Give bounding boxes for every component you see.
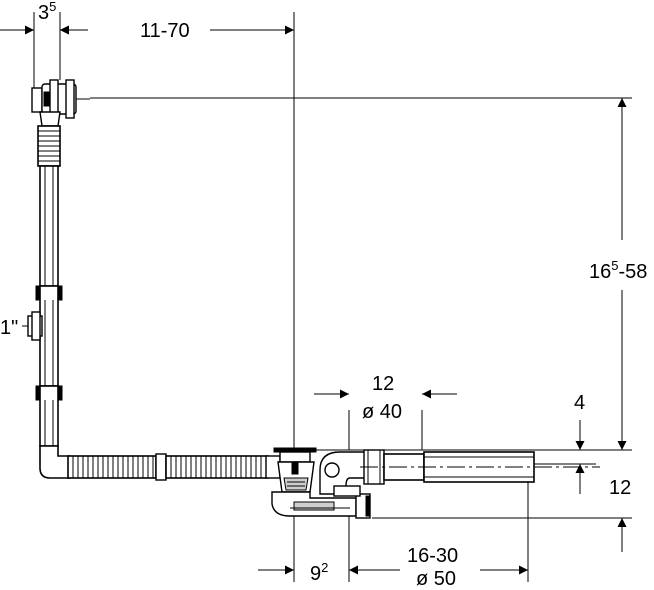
- drain-body: [271, 447, 371, 519]
- dim-16-5-58: 165-58: [589, 258, 647, 283]
- dim-diameter-50: ø 50: [416, 568, 456, 590]
- dim-12-right: 12: [609, 477, 631, 499]
- dim-3-5: 35: [38, 0, 56, 24]
- dim-4: 4: [574, 392, 585, 414]
- extension-lines: [33, 12, 632, 582]
- dim-16-30: 16-30: [407, 545, 458, 567]
- dimension-arrows: [0, 25, 627, 575]
- outlet-pipe: [360, 451, 600, 483]
- horizontal-pipe: [67, 453, 281, 481]
- vertical-overflow-pipe: [22, 125, 71, 479]
- dim-11-70: 11-70: [140, 20, 190, 42]
- dim-12-siphon: 12: [372, 373, 394, 395]
- dim-9-2: 92: [310, 560, 328, 585]
- overflow-head: [31, 79, 90, 127]
- dim-diameter-40: ø 40: [362, 401, 402, 423]
- dim-thread-1-inch: 1": [0, 317, 18, 339]
- siphon-elbow: [319, 449, 385, 497]
